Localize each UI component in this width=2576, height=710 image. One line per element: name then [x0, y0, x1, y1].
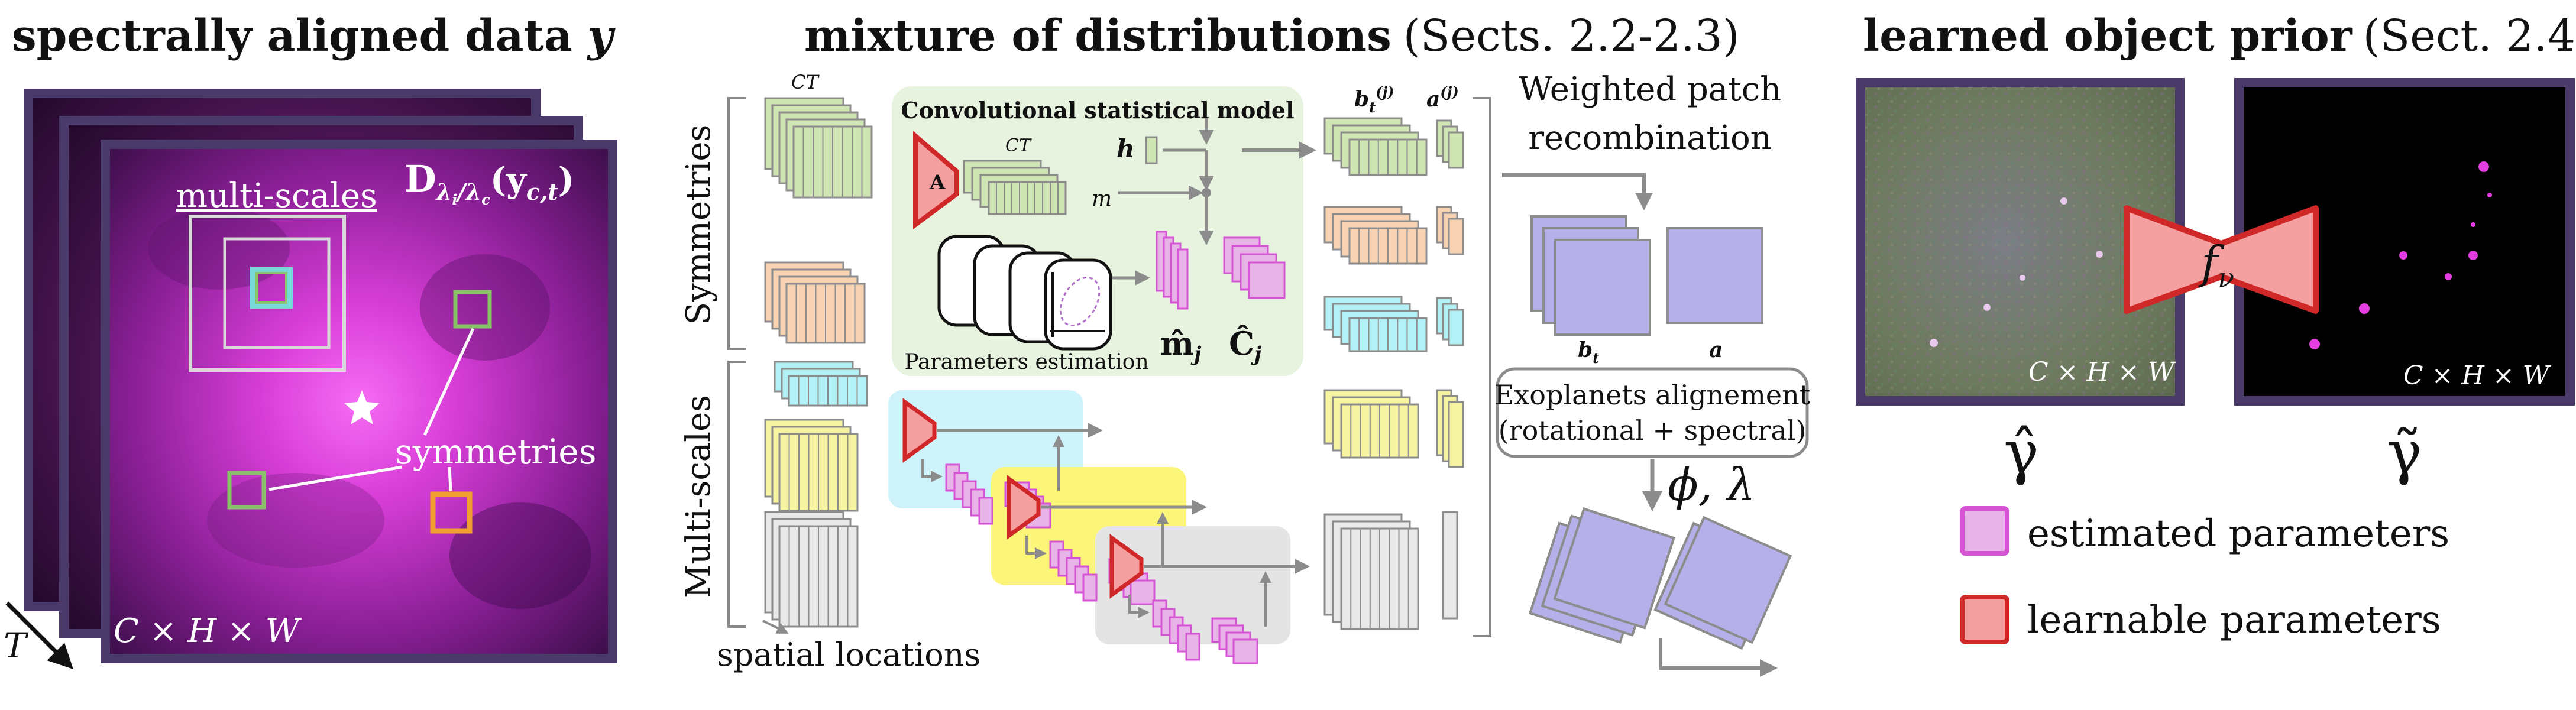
b-column-label: bt(j) [1354, 83, 1394, 116]
ct-top-label: CT [791, 71, 820, 93]
operator-label: Dλi/λc(yc,t) [404, 157, 574, 208]
alignment-label-1: Exoplanets alignement [1494, 379, 1811, 411]
stack-bt-gray [1323, 513, 1419, 630]
h-vector [1145, 136, 1158, 164]
time-arrow [5, 601, 73, 669]
stack-gray [764, 511, 859, 628]
stack-bt-cyan [1323, 296, 1428, 352]
stack-a-yellow [1436, 389, 1464, 468]
legend-learnable-label: learnable parameters [2027, 598, 2441, 642]
params-est-label: Parameters estimation [904, 350, 1148, 374]
scale-box-large [189, 215, 346, 372]
chat-label: Ĉj [1229, 325, 1262, 366]
row-label-symmetries: Symmetries [679, 125, 718, 325]
spatial-locations-label: spatial locations [717, 636, 980, 673]
block-A-label: A [929, 171, 946, 194]
m-label: m [1092, 187, 1112, 211]
legend-learnable-swatch [1960, 595, 2009, 644]
multiscales-label: multi-scales [176, 177, 377, 215]
stack-bt-orange [1323, 206, 1428, 265]
conv-model-title: Convolutional statistical model [901, 97, 1294, 124]
bracket-multiscales [727, 361, 746, 628]
symmetry-box-3 [430, 491, 473, 534]
mhat-vectors[interactable] [1156, 231, 1189, 310]
stack-bt-yellow [1323, 389, 1419, 459]
gamma-hat-points [1930, 197, 2103, 347]
a-column-label: a(j) [1426, 83, 1459, 112]
symmetry-box-2 [227, 471, 266, 510]
time-label: T [4, 625, 29, 666]
star-icon [344, 390, 380, 424]
middle-title: mixture of distributions(Sects. 2.2-2.3) [804, 11, 1740, 61]
scale-box-medium [223, 237, 331, 349]
legend-estimated-swatch [1960, 506, 2009, 556]
h-label: h [1117, 134, 1135, 163]
alignment-box [1496, 367, 1809, 458]
weighted-label-2: recombination [1528, 119, 1772, 157]
gamma-hat-dims: C × H × W [2028, 357, 2177, 387]
stack-a-orange [1436, 206, 1464, 255]
aligned-bt [1528, 507, 1676, 644]
stack-bt-green [1323, 117, 1428, 176]
pipeline-gray [1109, 534, 1310, 664]
gamma-hat-symbol: γ̂ [2004, 418, 2039, 487]
recombined-a [1666, 227, 1763, 324]
mhat-label: m̂j [1160, 325, 1202, 366]
stack-yellow [764, 419, 859, 512]
weighted-label-1: Weighted patch [1519, 70, 1781, 109]
a-label: a [1709, 338, 1723, 362]
alignment-label-2: (rotational + spectral) [1499, 414, 1807, 446]
stack-a-green [1436, 119, 1464, 169]
bracket-right [1473, 97, 1491, 637]
gamma-tilde-dims: C × H × W [2403, 361, 2552, 391]
phi-lambda-label: ϕ, λ [1668, 458, 1755, 511]
ct-inner-label: CT [1005, 135, 1032, 156]
parameter-estimation-cards [937, 235, 1112, 351]
stack-a-cyan [1436, 297, 1464, 346]
stack-inner-green [963, 160, 1067, 215]
stack-cyan [774, 361, 868, 407]
stack-green [764, 97, 873, 199]
gamma-tilde-symbol: γ̃ [2387, 418, 2422, 487]
left-title: spectrally aligned data y [12, 11, 616, 61]
left-dims: C × H × W [114, 612, 302, 650]
right-title: learned object prior(Sect. 2.4) [1863, 11, 2576, 61]
aligned-a [1653, 516, 1792, 650]
legend-estimated-label: estimated parameters [2027, 512, 2449, 556]
symmetry-box-1 [453, 290, 492, 329]
chat-matrices[interactable] [1223, 236, 1286, 299]
gamma-tilde-points [2309, 161, 2492, 349]
bt-label: bt [1578, 338, 1599, 367]
bracket-symmetries [727, 97, 746, 350]
recombined-bt [1530, 215, 1651, 336]
scale-box-small [250, 267, 293, 309]
symmetries-label: symmetries [395, 432, 597, 472]
stack-orange [764, 261, 866, 344]
block-A[interactable] [913, 131, 959, 229]
row-label-multiscales: Multi-scales [679, 395, 718, 598]
f-nu-network[interactable] [2124, 205, 2319, 314]
stack-a-gray [1442, 511, 1458, 620]
f-nu-label: fν [2198, 236, 2234, 294]
